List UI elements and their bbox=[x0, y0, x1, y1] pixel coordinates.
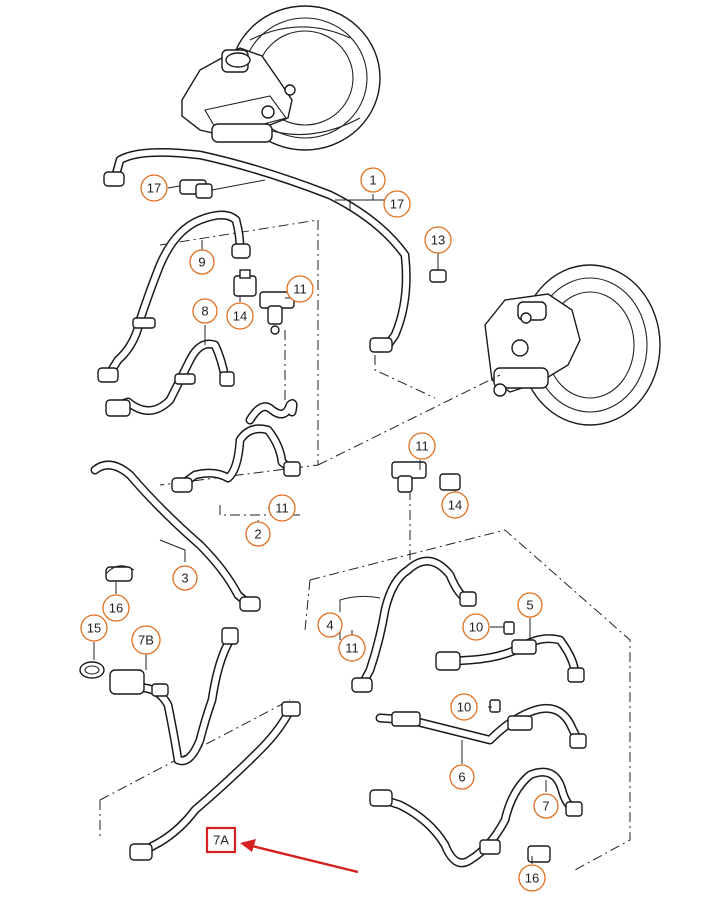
callout-4-label: 4 bbox=[326, 618, 333, 633]
hose-part-6 bbox=[375, 704, 587, 749]
callout-16-right-label: 16 bbox=[525, 871, 539, 886]
callout-11-middle: 11 bbox=[408, 432, 436, 460]
callout-13-label: 13 bbox=[431, 233, 445, 248]
hose-part-7 bbox=[369, 767, 583, 868]
hose-part-5 bbox=[435, 634, 585, 683]
callout-16-left: 16 bbox=[102, 594, 130, 622]
callout-11-top-label: 11 bbox=[293, 282, 307, 297]
hose-part-8 bbox=[105, 339, 235, 417]
callout-15-label: 15 bbox=[87, 621, 101, 636]
clip-part-13 bbox=[429, 269, 447, 283]
callout-4: 4 bbox=[317, 612, 343, 638]
callout-13: 13 bbox=[424, 226, 452, 254]
highlight-7a-label: 7A bbox=[213, 833, 229, 848]
callout-10-top: 10 bbox=[462, 613, 490, 641]
callout-11-middle-label: 11 bbox=[415, 439, 429, 454]
assembly-reference-lines bbox=[99, 219, 631, 871]
hose-part-7a bbox=[129, 701, 301, 861]
hose-part-2 bbox=[171, 399, 301, 493]
highlight-7a-box bbox=[205, 826, 237, 854]
red-pointer-arrow bbox=[240, 839, 359, 874]
hose-top-long bbox=[103, 147, 411, 353]
callout-2: 2 bbox=[245, 521, 271, 547]
callout-3: 3 bbox=[172, 565, 198, 591]
callout-14-middle-label: 14 bbox=[448, 498, 462, 513]
callout-6-label: 6 bbox=[458, 770, 465, 785]
callout-16-left-label: 16 bbox=[109, 601, 123, 616]
callout-3-label: 3 bbox=[181, 571, 188, 586]
callout-8: 8 bbox=[192, 298, 218, 324]
callout-7-label: 7 bbox=[542, 799, 549, 814]
master-cylinder-bottom bbox=[484, 293, 581, 397]
clip-part-17 bbox=[179, 179, 213, 199]
callout-8-label: 8 bbox=[201, 304, 208, 319]
callout-14-top: 14 bbox=[226, 302, 254, 330]
callout-10-bottom: 10 bbox=[450, 693, 478, 721]
callout-11-hose4: 11 bbox=[338, 634, 366, 662]
callout-5-label: 5 bbox=[526, 598, 533, 613]
callout-14-middle: 14 bbox=[441, 491, 469, 519]
connector-part-14-middle bbox=[439, 473, 461, 491]
callout-11-hose4-label: 11 bbox=[345, 641, 359, 656]
hose-part-9 bbox=[97, 210, 251, 383]
valve-part-10-bottom bbox=[489, 699, 501, 713]
callout-17-right-label: 17 bbox=[390, 197, 404, 212]
callout-9-label: 9 bbox=[198, 255, 205, 270]
callout-7: 7 bbox=[533, 793, 559, 819]
hose-part-7b bbox=[109, 627, 239, 766]
sensor-part-11-top bbox=[259, 291, 295, 335]
callout-6: 6 bbox=[449, 764, 475, 790]
master-cylinder-top bbox=[181, 47, 296, 143]
clip-part-16-right bbox=[527, 845, 551, 863]
clip-part-16-left bbox=[105, 565, 135, 582]
callout-1-label: 1 bbox=[369, 173, 376, 188]
callout-17-left-label: 17 bbox=[147, 181, 161, 196]
callout-5: 5 bbox=[517, 592, 543, 618]
connector-part-14-top bbox=[233, 269, 257, 297]
callout-10-bottom-label: 10 bbox=[457, 700, 471, 715]
callout-11-lower-label: 11 bbox=[275, 501, 289, 516]
callout-11-lower: 11 bbox=[268, 494, 296, 522]
callout-2-label: 2 bbox=[254, 527, 261, 542]
valve-part-10-top bbox=[503, 621, 515, 635]
callout-17-right: 17 bbox=[383, 190, 411, 218]
callout-14-top-label: 14 bbox=[233, 309, 247, 324]
sensor-part-11-middle bbox=[391, 461, 427, 493]
hose-part-4 bbox=[351, 556, 477, 693]
callout-11-top: 11 bbox=[286, 275, 314, 303]
callout-9: 9 bbox=[189, 249, 215, 275]
callout-16-right: 16 bbox=[518, 864, 546, 892]
callout-7b: 7B bbox=[131, 625, 161, 655]
callout-1: 1 bbox=[360, 167, 386, 193]
callout-leader-lines bbox=[93, 179, 547, 864]
highlight-7a: 7A bbox=[205, 826, 237, 854]
callout-17-left: 17 bbox=[140, 174, 168, 202]
callout-7b-label: 7B bbox=[138, 633, 154, 648]
callout-15: 15 bbox=[80, 614, 108, 642]
clamp-part-15 bbox=[79, 661, 105, 679]
hose-part-3 bbox=[90, 460, 261, 612]
callout-10-top-label: 10 bbox=[469, 620, 483, 635]
